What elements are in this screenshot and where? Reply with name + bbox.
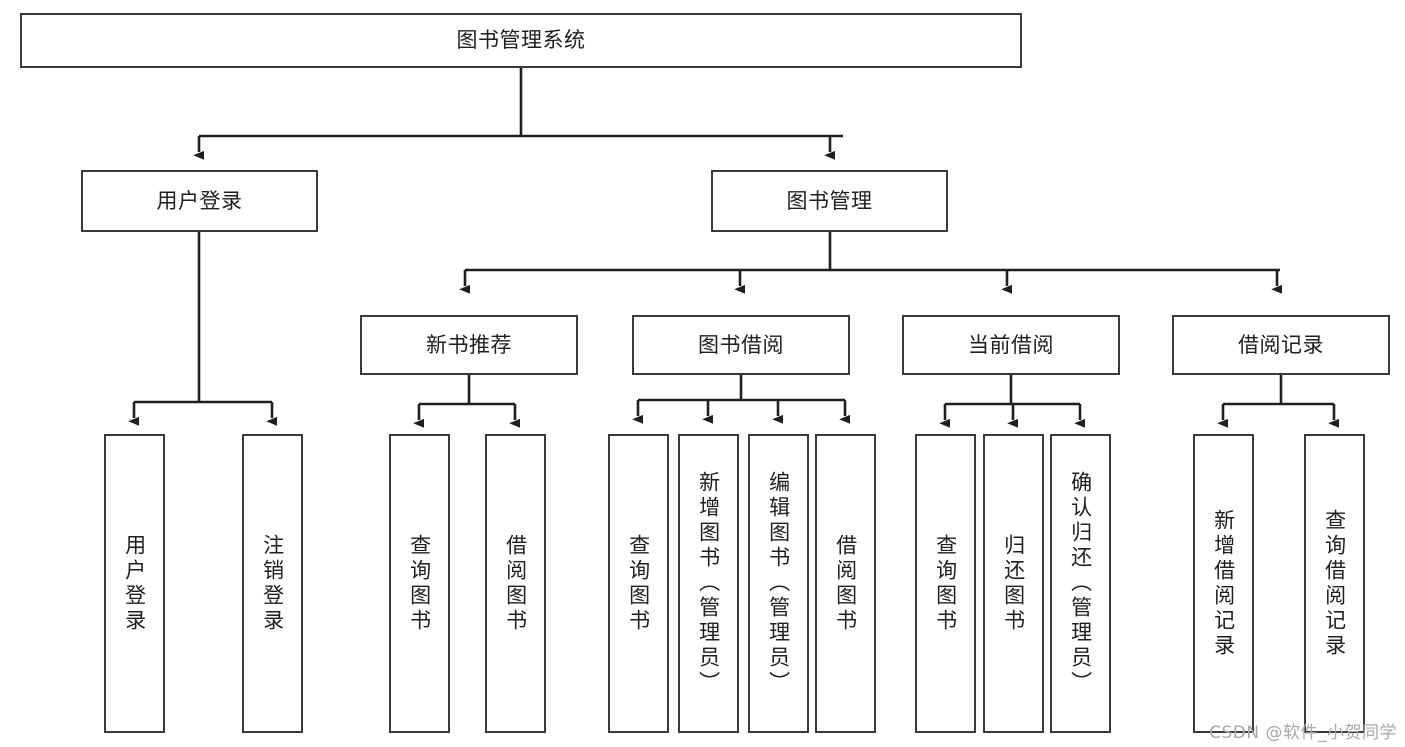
node-book-borrow[interactable]: 图书借阅 [632,315,850,375]
leaf-borrow-book-a[interactable]: 借阅图书 [485,434,546,733]
leaf-query-book-b[interactable]: 查询图书 [608,434,669,733]
node-user-login-label: 用户登录 [156,188,243,213]
node-current-borrow[interactable]: 当前借阅 [902,315,1120,375]
leaf-confirm-return-label: 确认归还（管理员） [1068,471,1093,696]
leaf-logout-label: 注销登录 [260,533,285,634]
leaf-edit-book[interactable]: 编辑图书（管理员） [748,434,809,733]
edge-group-user-login [128,232,278,426]
leaf-query-record-label: 查询借阅记录 [1322,508,1347,659]
node-borrow-record-label: 借阅记录 [1238,332,1324,357]
edge-group-book-borrow [632,375,851,424]
leaf-return-book-label: 归还图书 [1001,533,1026,634]
leaf-add-book[interactable]: 新增图书（管理员） [678,434,739,733]
leaf-user-login-label: 用户登录 [122,533,147,634]
leaf-borrow-book-b-label: 借阅图书 [833,533,858,634]
leaf-add-record[interactable]: 新增借阅记录 [1193,434,1254,733]
leaf-add-record-label: 新增借阅记录 [1211,508,1236,659]
node-new-book-recommend[interactable]: 新书推荐 [360,315,578,375]
edge-group-root [193,68,843,160]
node-book-management[interactable]: 图书管理 [711,170,948,232]
edge-group-current-borrow [939,375,1086,428]
leaf-query-book-b-label: 查询图书 [626,533,651,634]
leaf-edit-book-label: 编辑图书（管理员） [766,471,791,696]
node-borrow-record[interactable]: 借阅记录 [1172,315,1390,375]
leaf-query-record[interactable]: 查询借阅记录 [1304,434,1365,733]
leaf-add-book-label: 新增图书（管理员） [696,471,721,696]
leaf-query-book-c[interactable]: 查询图书 [915,434,976,733]
node-book-management-label: 图书管理 [786,188,873,213]
leaf-user-login[interactable]: 用户登录 [104,434,165,733]
edge-group-book-mgmt [459,232,1283,294]
edge-group-new-book-rec [413,375,521,428]
node-current-borrow-label: 当前借阅 [968,332,1054,357]
leaf-query-book-a-label: 查询图书 [407,533,432,634]
leaf-logout[interactable]: 注销登录 [242,434,303,733]
leaf-query-book-c-label: 查询图书 [933,533,958,634]
leaf-return-book[interactable]: 归还图书 [983,434,1044,733]
leaf-borrow-book-b[interactable]: 借阅图书 [815,434,876,733]
leaf-borrow-book-a-label: 借阅图书 [503,533,528,634]
node-book-borrow-label: 图书借阅 [698,332,784,357]
node-root-label: 图书管理系统 [456,28,586,53]
node-root[interactable]: 图书管理系统 [20,13,1022,68]
node-new-book-recommend-label: 新书推荐 [426,332,512,357]
node-user-login[interactable]: 用户登录 [81,170,318,232]
edge-group-borrow-record [1217,375,1340,428]
leaf-query-book-a[interactable]: 查询图书 [389,434,450,733]
leaf-confirm-return[interactable]: 确认归还（管理员） [1050,434,1111,733]
